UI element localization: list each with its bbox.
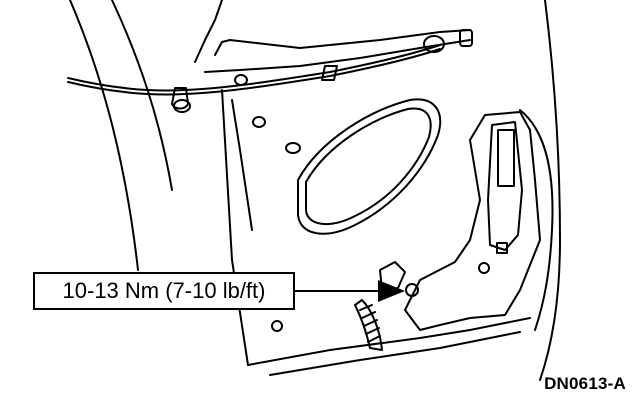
panel-hole-3: [285, 142, 301, 154]
wire-harness: [67, 44, 441, 92]
lower-panel-edge: [247, 317, 531, 366]
harness-clip-1: [321, 65, 338, 81]
wire-harness-lower: [67, 48, 441, 96]
access-opening-inner: [305, 107, 432, 225]
access-opening-outer: [297, 98, 442, 235]
panel-hole-1: [234, 74, 248, 86]
panel-top-ridge: [204, 39, 471, 73]
harness-clip-2-base: [173, 99, 191, 113]
panel-hole-2: [252, 116, 266, 128]
torque-callout-box: 10-13 Nm (7-10 lb/ft): [33, 272, 295, 310]
bracket-hole: [478, 262, 490, 274]
harness-end-grommet: [423, 35, 445, 53]
regulator-bracket: [404, 111, 541, 331]
callout-arrowhead: [378, 280, 405, 302]
regulator-bracket-inner: [487, 121, 523, 251]
panel-hole-4: [271, 320, 283, 332]
figure-id-label: DN0613-A: [544, 374, 626, 393]
fastener-bolt: [405, 283, 419, 297]
top-right-plug: [459, 29, 473, 47]
bracket-tab: [496, 242, 508, 254]
inner-panel-outline: [194, 0, 471, 366]
harness-clip-2: [171, 87, 189, 110]
bracket-slot: [497, 129, 515, 187]
lower-panel-edge-2: [269, 331, 521, 376]
left-body-inner-edge: [111, 0, 173, 191]
left-body-edge: [69, 0, 139, 271]
hatch-lines: [359, 304, 381, 343]
torque-spec-label: 10-13 Nm (7-10 lb/ft): [62, 278, 266, 303]
right-door-edge: [539, 0, 561, 381]
right-door-edge-inner: [519, 109, 554, 331]
